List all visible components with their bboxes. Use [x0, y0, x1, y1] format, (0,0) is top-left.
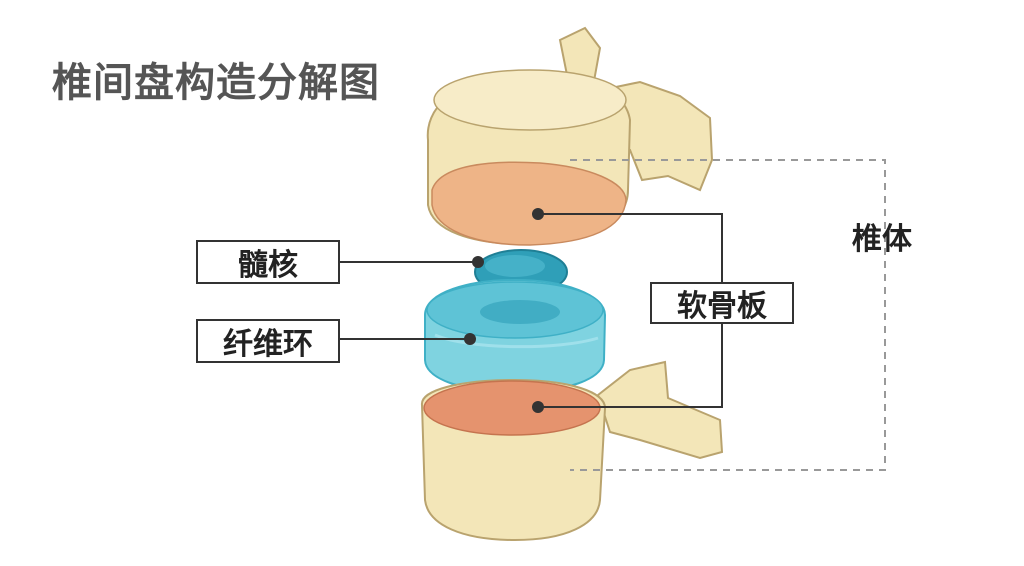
annulus-fibrosus — [424, 278, 607, 394]
annulus-marker — [464, 333, 476, 345]
nucleus-marker — [472, 256, 484, 268]
vertebral-body-bracket — [570, 159, 886, 471]
vertebral-body-label: 椎体 — [852, 222, 912, 257]
lower-vertebra-process — [596, 360, 724, 460]
cartilage-endplate-label: 软骨板 — [650, 282, 794, 324]
endplate-marker-upper — [532, 208, 544, 220]
upper-cartilage-endplate — [431, 161, 627, 246]
nucleus-pulposus-label: 髓核 — [196, 240, 340, 284]
upper-vertebra — [426, 26, 714, 246]
upper-vertebra-top-surface — [433, 69, 627, 131]
annulus-fibrosus-label: 纤维环 — [196, 319, 340, 363]
diagram-title: 椎间盘构造分解图 — [52, 60, 380, 106]
lower-vertebra — [421, 360, 724, 542]
endplate-marker-lower — [532, 401, 544, 413]
